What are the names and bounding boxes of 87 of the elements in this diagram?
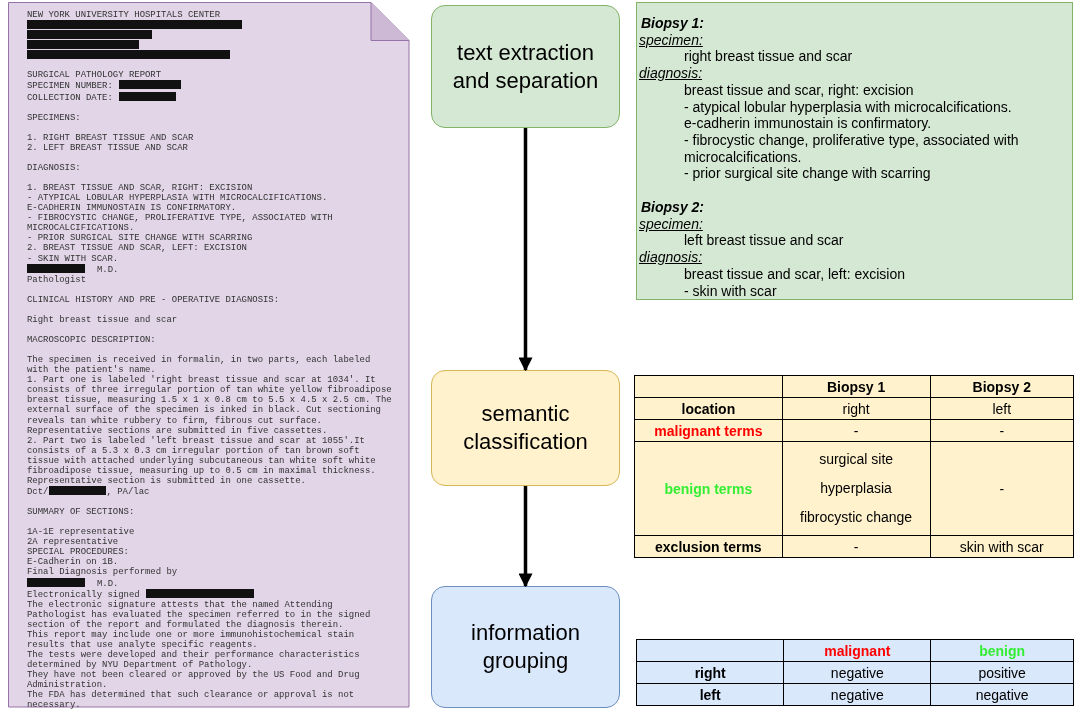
field-value: - atypical lobular hyperplasia with microcalcifications. (684, 98, 1013, 116)
table-cell: Biopsy 2 (930, 375, 1074, 398)
report-text: M.D. (97, 578, 119, 589)
arrow (518, 128, 533, 372)
field-value: breast tissue and scar, right: excision (684, 81, 915, 99)
report-text: The tests were developed and their performance characteristics determined by NYU Department of Pathology. (27, 649, 360, 670)
field-label: specimen: (639, 31, 704, 49)
biopsy-heading: Biopsy 1: (641, 15, 705, 32)
report-text: , PA/lac (106, 486, 150, 497)
table-cell: right (636, 661, 784, 684)
table-cell: benign terms (634, 441, 783, 536)
table-cell: - (930, 441, 1074, 536)
biopsy-heading: Biopsy 2: (641, 199, 705, 216)
report-text: The electronic signature attests that the named Attending Pathologist has evaluated the specimen referred to in the signed section of the report and formulated the diagnosis therein. (27, 599, 371, 630)
report-text: 1. Part one is labeled 'right breast tissue and scar at 1034'. It consists of three irregular portion of tan white yellow fibroadipose breast tissue, measuring 1.5 x 1 x 0.8 cm to 5.5 x 4.5 x 2.5 cm. The external surface of the specimen is inked in black. Cut sectioning reveals tan white rubbery to firm, fibrous cut surface. Representative sections are submitted in five cassettes. (27, 375, 392, 436)
table-cell: left (636, 683, 784, 706)
field-label: diagnosis: (639, 249, 704, 266)
table-cell: exclusion terms (634, 535, 783, 558)
report-text: SPECIAL PROCEDURES: (27, 547, 129, 558)
table-cell: - (930, 419, 1074, 442)
report-text: - PRIOR SURGICAL SITE CHANGE WITH SCARRING (27, 233, 253, 244)
report-text: 2. Part two is labeled 'left breast tissue and scar at 1055'.It consists of a 5.3 x 0.3 cm irregular portion of tan brown soft tissue with attached underlying subcutaneous tan white soft white fibroadipose tissue, measuring up to 0.5 cm in maximal thickness. Representative section is submitted in one cassette. (27, 435, 376, 486)
table-cell: skin with scar (930, 535, 1074, 558)
report-text: They have not been cleared or approved by the US Food and Drug Administration. (27, 670, 360, 691)
report-text: 2A representative (27, 537, 119, 548)
report-text: 2. LEFT BREAST TISSUE AND SCAR (27, 142, 188, 153)
report-text: The FDA has determined that such clearance or approval is not necessary. (27, 690, 355, 709)
table-cell: - (782, 419, 930, 442)
report-text: DIAGNOSIS: (27, 162, 81, 173)
report-text: Final Diagnosis performed by (27, 567, 178, 578)
table-cell: Biopsy 1 (782, 375, 930, 398)
report-text: MACROSCOPIC DESCRIPTION: (27, 335, 156, 345)
field-value: e-cadherin immunostain is confirmatory. (684, 115, 933, 132)
cell-text: surgical site (818, 450, 895, 469)
report-text: SPECIMENS: (27, 112, 81, 123)
report-text: 1. BREAST TISSUE AND SCAR, RIGHT: EXCISION (27, 183, 253, 194)
field-value: - fibrocystic change, proliferative type, associated with microcalcifications. (684, 131, 1020, 166)
report-text: Dct/ (27, 486, 49, 497)
report-text: - SKIN WITH SCAR. (27, 253, 119, 264)
report-text: E-Cadherin on 1B. (27, 557, 119, 568)
table-cell: benign (930, 639, 1074, 662)
field-value: left breast tissue and scar (684, 232, 845, 250)
process-label: text extraction and separation (451, 38, 600, 95)
table-cell: negative (930, 683, 1074, 706)
table-cell: location (634, 397, 783, 420)
table-cell: right (782, 397, 930, 420)
table-cell: negative (783, 683, 931, 706)
report-text: CLINICAL HISTORY AND PRE - OPERATIVE DIAGNOSIS: (27, 294, 280, 305)
process-label: semantic classification (462, 400, 589, 456)
process-box (431, 586, 620, 708)
report-text: Electronically signed (27, 589, 140, 600)
report-text: Pathologist (27, 274, 86, 285)
field-value: - skin with scar (684, 282, 778, 300)
table-cell: positive (930, 661, 1074, 684)
field-label: diagnosis: (639, 65, 704, 82)
report-text: - ATYPICAL LOBULAR HYPERPLASIA WITH MICROCALCIFICATIONS. (27, 193, 328, 204)
report-text: E-CADHERIN IMMUNOSTAIN IS CONFIRMATORY. (27, 203, 237, 214)
table-cell: negative (783, 661, 931, 684)
field-label: specimen: (639, 215, 704, 233)
extracted-text-panel (636, 2, 1073, 300)
report-text: Right breast tissue and scar (27, 314, 178, 325)
report-text: SUMMARY OF SECTIONS: (27, 507, 135, 518)
cell-text: fibrocystic change (799, 508, 914, 527)
table-cell: malignant terms (634, 419, 783, 442)
report-text: COLLECTION DATE: (27, 92, 113, 103)
report-text: 1. RIGHT BREAST TISSUE AND SCAR (27, 132, 194, 143)
field-value: right breast tissue and scar (684, 48, 854, 66)
process-box (431, 370, 620, 486)
table-cell: - (782, 535, 930, 558)
field-value: breast tissue and scar, left: excision (684, 265, 906, 283)
field-value: - prior surgical site change with scarring (684, 165, 932, 183)
report-text: M.D. (97, 264, 119, 275)
report-text: 2. BREAST TISSUE AND SCAR, LEFT: EXCISION (27, 243, 247, 254)
report-text: The specimen is received in formalin, in two parts, each labeled with the patient's name. (27, 355, 371, 376)
cell-text: hyperplasia (819, 479, 893, 498)
process-box (431, 5, 620, 128)
report-text: - FIBROCYSTIC CHANGE, PROLIFERATIVE TYPE, ASSOCIATED WITH MICROCALCIFICATIONS. (27, 213, 333, 234)
report-text: SPECIMEN NUMBER: (27, 81, 113, 92)
process-label: information grouping (470, 619, 581, 675)
table-cell: malignant (783, 639, 931, 662)
arrow (518, 486, 533, 588)
report-text: 1A-1E representative (27, 527, 135, 538)
document-page (8, 2, 410, 708)
table-cell: left (930, 397, 1074, 420)
report-text: This report may include one or more immunohistochemical stain results that use analyte specific reagents. (27, 629, 355, 650)
report-text: NEW YORK UNIVERSITY HOSPITALS CENTER (27, 10, 221, 20)
report-text: SURGICAL PATHOLOGY REPORT (27, 70, 162, 81)
